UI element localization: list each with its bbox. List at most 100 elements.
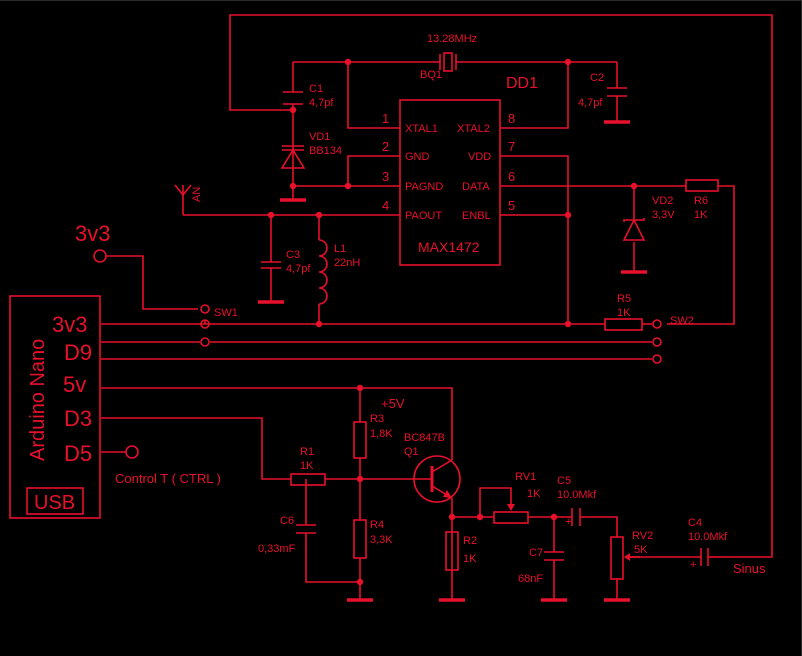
crystal-ref: BQ1 [420, 69, 442, 81]
c3-ref: C3 [286, 249, 300, 261]
c4-value: 10.0Mkf [688, 531, 728, 543]
potentiometer-rv2: RV2 5K [610, 530, 653, 580]
sw1-label: SW1 [214, 307, 238, 319]
resistor-r4: R4 3,3K [353, 519, 393, 559]
net-labels: 3v3 +5V Sinus Control T ( CTRL ) [75, 221, 766, 576]
c1-value: 4,7pf [309, 97, 334, 109]
transistor-q1: BC847B Q1 [404, 432, 461, 503]
capacitor-c1: C1 4,7pf [283, 83, 334, 109]
arduino-pin-d3: D3 [64, 406, 92, 431]
q1-ref: Q1 [404, 446, 419, 458]
r4-ref: R4 [370, 519, 384, 531]
r2-ref: R2 [463, 535, 477, 547]
ic-pin-1-name: XTAL1 [405, 123, 438, 135]
c2-value: 4,7pf [578, 97, 603, 109]
ic-pin-8-num: 8 [508, 111, 515, 126]
capacitor-c6: C6 0,33mF [258, 515, 316, 555]
resistor-r2: R2 1K [445, 531, 477, 571]
antenna-label: AN [191, 187, 203, 202]
resistor-r5: R5 1K [604, 293, 643, 331]
arduino-pin-d5: D5 [64, 441, 92, 466]
ic-pin-6-name: DATA [462, 181, 490, 193]
c7-ref: C7 [529, 547, 543, 559]
capacitor-c2: C2 4,7pf [578, 72, 627, 109]
ic-pin-5-num: 5 [508, 198, 515, 213]
q1-part: BC847B [404, 432, 445, 444]
capacitor-c5: + C5 10.0Mkf [557, 475, 597, 528]
potentiometer-rv1: RV1 1K [493, 471, 541, 524]
ic-pin-8-name: XTAL2 [457, 123, 490, 135]
arduino-nano: Arduino Nano 3v3 D9 5v D3 D5 USB [9, 295, 101, 519]
inductor-l1: L1 22nH [318, 239, 360, 305]
varicap-vd1: VD1 BB134 [280, 131, 342, 169]
net-3v3-terminal [93, 249, 107, 263]
ic-pin-1-num: 1 [382, 111, 389, 126]
resistor-r6: R6 1K [685, 179, 719, 221]
ground-symbols [258, 120, 647, 602]
r3-ref: R3 [370, 413, 384, 425]
arduino-name: Arduino Nano [27, 339, 49, 461]
ic-pin-3-num: 3 [382, 169, 389, 184]
rv2-value: 5K [634, 544, 648, 556]
crystal-bq1: 13.28MHz BQ1 [420, 33, 477, 81]
arduino-pin-5v: 5v [63, 372, 86, 397]
ic-pin-5-name: ENBL [462, 210, 491, 222]
ic-pin-7-num: 7 [508, 139, 515, 154]
vd2-value: 3,3V [652, 209, 675, 221]
svg-text:+: + [565, 516, 571, 528]
zener-vd2: VD2 3,3V [622, 195, 675, 241]
control-terminal [125, 445, 139, 459]
c5-value: 10.0Mkf [557, 489, 597, 501]
c6-ref: C6 [280, 515, 294, 527]
rv1-value: 1K [527, 488, 541, 500]
ic-pin-2-num: 2 [382, 139, 389, 154]
l1-value: 22nH [334, 257, 360, 269]
capacitor-c3: C3 4,7pf [261, 249, 311, 275]
vd1-value: BB134 [309, 145, 342, 157]
vd2-ref: VD2 [652, 195, 673, 207]
capacitor-c4: + C4 10.0Mkf [688, 517, 728, 571]
ic-pin-6-num: 6 [508, 169, 515, 184]
switch-sw1: SW1 [200, 304, 238, 347]
r6-ref: R6 [694, 195, 708, 207]
arduino-pin-3v3: 3v3 [52, 312, 87, 337]
control-label: Control T ( CTRL ) [115, 471, 221, 486]
r2-value: 1K [463, 553, 477, 565]
net-3v3-label: 3v3 [75, 221, 110, 246]
ic-max1472: DD1 MAX1472 1 XTAL1 2 GND 3 PAGND 4 PAOU… [382, 75, 538, 266]
sw2-label: SW2 [670, 315, 694, 327]
capacitor-c7: C7 68nF [518, 547, 564, 585]
r4-value: 3,3K [370, 534, 393, 546]
vd1-ref: VD1 [309, 131, 330, 143]
arduino-pin-d9: D9 [64, 340, 92, 365]
c4-ref: C4 [688, 517, 702, 529]
ic-pin-7-name: VDD [468, 151, 491, 163]
antenna-symbol: AN [174, 184, 203, 202]
switch-sw2: SW2 [652, 315, 694, 364]
c6-value: 0,33mF [258, 543, 296, 555]
ic-pin-4-num: 4 [382, 198, 389, 213]
ic-ref: DD1 [506, 75, 538, 92]
r5-ref: R5 [617, 293, 631, 305]
crystal-freq: 13.28MHz [427, 33, 477, 45]
junction-dots [267, 58, 638, 586]
svg-text:+: + [690, 559, 696, 571]
rv2-ref: RV2 [632, 530, 653, 542]
c1-ref: C1 [309, 83, 323, 95]
net-sinus-label: Sinus [733, 561, 766, 576]
r3-value: 1,8K [370, 428, 393, 440]
net-plus5v-label: +5V [381, 396, 405, 411]
resistor-r3: R3 1,8K [353, 413, 393, 459]
rv1-ref: RV1 [515, 471, 536, 483]
c5-ref: C5 [557, 475, 571, 487]
ic-pin-3-name: PAGND [405, 181, 443, 193]
c3-value: 4,7pf [286, 263, 311, 275]
r6-value: 1K [694, 209, 708, 221]
r5-value: 1K [617, 307, 631, 319]
arduino-usb-label: USB [34, 492, 75, 514]
l1-ref: L1 [334, 243, 346, 255]
resistor-r1: R1 1K [290, 446, 326, 486]
c7-value: 68nF [518, 573, 543, 585]
c2-ref: C2 [590, 72, 604, 84]
